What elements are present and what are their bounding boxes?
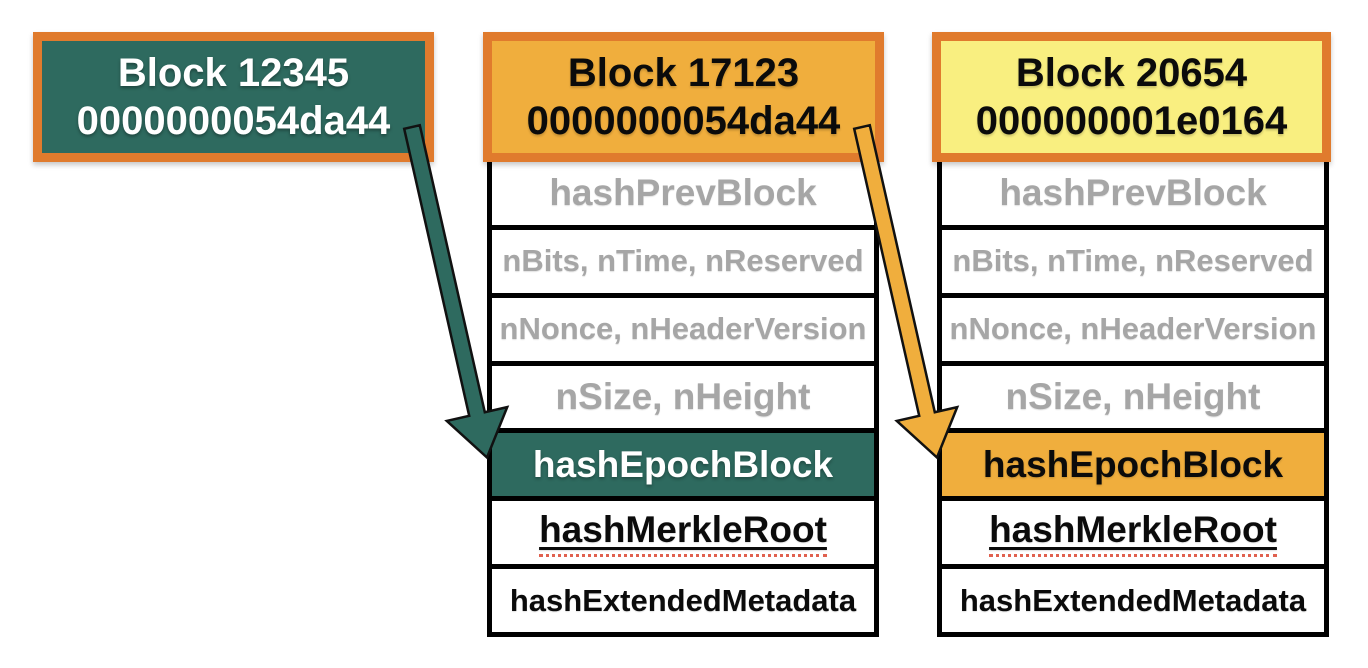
- block-title: Block 17123: [567, 51, 800, 95]
- block-17123-header: Block 17123 0000000054da44: [483, 32, 884, 162]
- field-row-nbits-ntime-nreserved: nBits, nTime, nReserved: [942, 224, 1324, 293]
- field-row-nsize-nheight: nSize, nHeight: [942, 360, 1324, 429]
- field-label: nSize, nHeight: [1005, 376, 1261, 417]
- field-row-hashextendedmetadata: hashExtendedMetadata: [942, 564, 1324, 633]
- field-label: nNonce, nHeaderVersion: [949, 311, 1317, 347]
- field-row-nnonce-nheaderversion: nNonce, nHeaderVersion: [942, 292, 1324, 361]
- field-row-hashepochblock: hashEpochBlock: [492, 428, 874, 497]
- field-row-hashprevblock: hashPrevBlock: [942, 162, 1324, 225]
- block-title: Block 20654: [1015, 51, 1248, 95]
- block-title: Block 12345: [117, 51, 350, 95]
- field-row-hashmerkleroot: hashMerkleRoot: [942, 496, 1324, 565]
- field-label: hashExtendedMetadata: [509, 582, 857, 618]
- field-row-hashprevblock: hashPrevBlock: [492, 162, 874, 225]
- field-label: hashEpochBlock: [982, 443, 1284, 485]
- field-label: hashPrevBlock: [549, 172, 817, 214]
- block-17123-fields: hashPrevBlock nBits, nTime, nReserved nNon…: [487, 157, 879, 637]
- block-20654-header: Block 20654 000000001e0164: [932, 32, 1331, 162]
- block-hash: 000000001e0164: [975, 99, 1288, 143]
- field-label: nNonce, nHeaderVersion: [499, 311, 867, 347]
- block-hash: 0000000054da44: [76, 99, 391, 143]
- field-row-hashextendedmetadata: hashExtendedMetadata: [492, 564, 874, 633]
- field-label: nBits, nTime, nReserved: [502, 243, 864, 279]
- field-label: hashMerkleRoot: [989, 509, 1277, 557]
- field-row-nnonce-nheaderversion: nNonce, nHeaderVersion: [492, 292, 874, 361]
- field-label: nBits, nTime, nReserved: [952, 243, 1314, 279]
- field-label: hashExtendedMetadata: [959, 582, 1307, 618]
- field-row-hashepochblock: hashEpochBlock: [942, 428, 1324, 497]
- field-label: hashEpochBlock: [532, 443, 834, 485]
- block-hash: 0000000054da44: [526, 99, 841, 143]
- field-row-nsize-nheight: nSize, nHeight: [492, 360, 874, 429]
- block-20654-fields: hashPrevBlock nBits, nTime, nReserved nNon…: [937, 157, 1329, 637]
- field-label: nSize, nHeight: [555, 376, 811, 417]
- field-label: hashPrevBlock: [999, 172, 1267, 214]
- block-12345-header: Block 12345 0000000054da44: [33, 32, 434, 162]
- field-label: hashMerkleRoot: [539, 509, 827, 557]
- field-row-hashmerkleroot: hashMerkleRoot: [492, 496, 874, 565]
- field-row-nbits-ntime-nreserved: nBits, nTime, nReserved: [492, 224, 874, 293]
